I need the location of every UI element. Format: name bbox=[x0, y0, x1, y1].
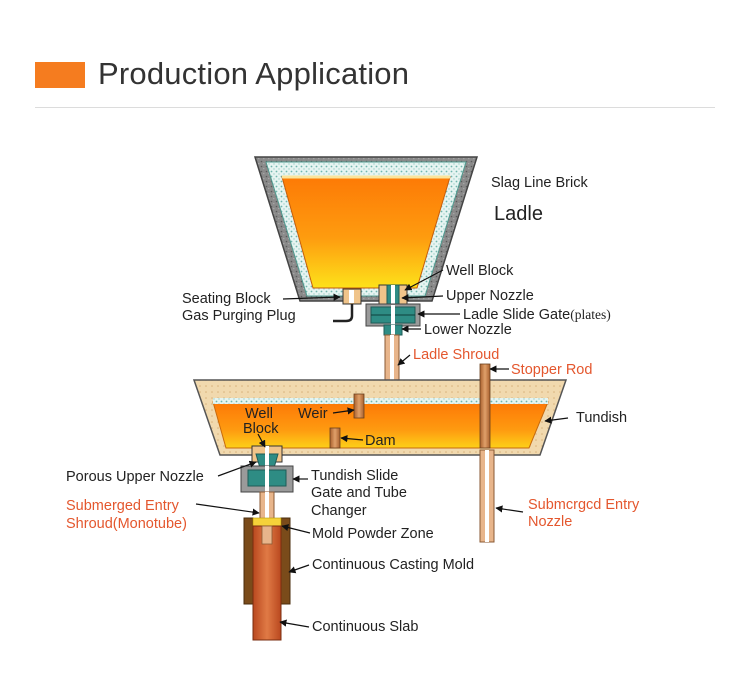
label-lower-nozzle: Lower Nozzle bbox=[424, 322, 512, 338]
label-tundish-slide-2: Gate and Tube bbox=[311, 485, 407, 501]
page-title: Production Application bbox=[98, 56, 410, 91]
label-upper-nozzle: Upper Nozzle bbox=[446, 288, 534, 304]
diagram-labels: Slag Line Brick Ladle Well Block Seating… bbox=[66, 175, 640, 635]
label-well-block-top: Well Block bbox=[446, 263, 514, 279]
label-gas-purging-plug: Gas Purging Plug bbox=[182, 308, 296, 324]
continuous-slab bbox=[252, 525, 282, 641]
label-ladle: Ladle bbox=[494, 203, 543, 225]
mold-powder-zone bbox=[252, 517, 282, 527]
label-submerged-shroud-1: Submerged Entry bbox=[66, 498, 180, 514]
label-mold-powder-zone: Mold Powder Zone bbox=[312, 526, 434, 542]
label-weir: Weir bbox=[298, 406, 328, 422]
label-ladle-slide-gate: Ladle Slide Gate(plates) bbox=[463, 307, 611, 323]
dam bbox=[329, 427, 341, 449]
label-porous-upper-nozzle: Porous Upper Nozzle bbox=[66, 469, 204, 485]
stopper-rod bbox=[479, 363, 491, 449]
label-tundish-slide-3: Changer bbox=[311, 503, 367, 519]
gas-purging-pipe bbox=[333, 304, 354, 323]
leader-lines bbox=[195, 269, 569, 628]
label-submerged-nozzle-1: Submcrgcd Entry bbox=[528, 497, 640, 513]
header-divider bbox=[35, 107, 715, 108]
label-well-block-tundish-2: Block bbox=[243, 421, 279, 437]
header-accent-block bbox=[35, 62, 85, 88]
label-well-block-tundish-1: Well bbox=[245, 406, 273, 422]
tundish bbox=[192, 363, 568, 456]
label-continuous-slab: Continuous Slab bbox=[312, 619, 418, 635]
label-seating-block: Seating Block bbox=[182, 291, 271, 307]
weir bbox=[353, 393, 365, 419]
label-submerged-nozzle-2: Nozzle bbox=[528, 514, 572, 530]
tundish-slag-layer bbox=[213, 398, 548, 404]
casting-mold bbox=[243, 517, 291, 641]
ladle bbox=[253, 156, 479, 336]
label-dam: Dam bbox=[365, 433, 396, 449]
label-continuous-casting-mold: Continuous Casting Mold bbox=[312, 557, 474, 573]
page-header: Production Application bbox=[0, 0, 750, 110]
gas-purging-plug-core bbox=[349, 290, 354, 303]
label-submerged-shroud-2: Shroud(Monotube) bbox=[66, 516, 187, 532]
label-ladle-shroud: Ladle Shroud bbox=[413, 347, 499, 363]
label-stopper-rod: Stopper Rod bbox=[511, 362, 592, 378]
continuous-casting-mold-left-wall bbox=[243, 517, 254, 605]
label-tundish: Tundish bbox=[576, 410, 627, 426]
label-tundish-slide-1: Tundish Slide bbox=[311, 468, 398, 484]
label-slag-line-brick: Slag Line Brick bbox=[491, 175, 588, 191]
continuous-casting-mold-right-wall bbox=[280, 517, 291, 605]
